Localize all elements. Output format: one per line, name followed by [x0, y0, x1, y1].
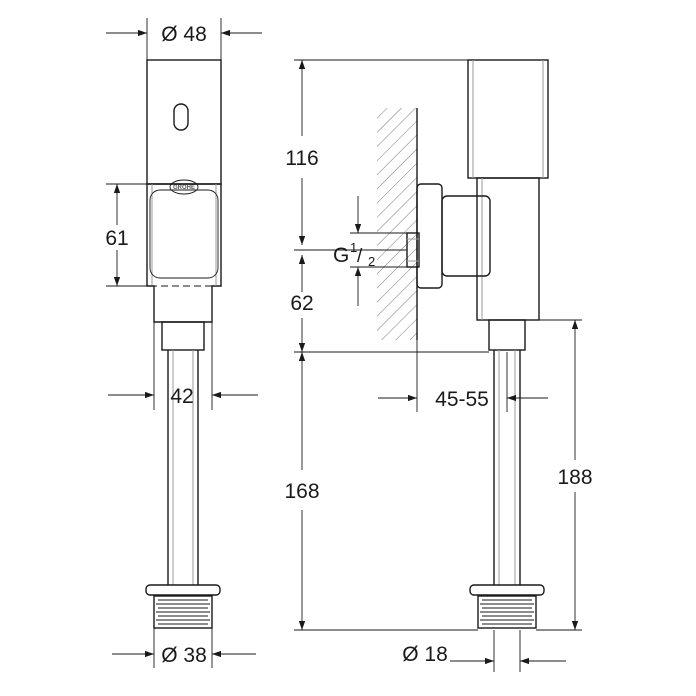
dim-label-62: 62: [290, 292, 313, 315]
side-body: [476, 177, 540, 321]
valve-body: [146, 183, 222, 323]
dim-dia-18: Ø 18: [402, 630, 566, 672]
thread-label-slash: /: [357, 246, 363, 267]
dim-45-55: 45-55: [378, 340, 548, 412]
sensor-head: [146, 59, 222, 185]
inlet-fitting: [441, 195, 491, 277]
dim-label-dia-38: Ø 38: [161, 644, 207, 667]
front-connector: [161, 321, 205, 351]
dim-116: 116: [285, 59, 468, 245]
wall-section: [377, 108, 417, 340]
logo-text: GROHE: [173, 185, 195, 191]
front-view: GROHE: [145, 59, 222, 629]
dim-label-dia-48: Ø 48: [161, 23, 207, 46]
front-flange: [145, 584, 221, 596]
dim-label-42: 42: [170, 385, 193, 408]
dim-label-116: 116: [285, 147, 318, 170]
wall-plate: [416, 183, 443, 289]
dim-168: 168: [284, 352, 478, 631]
dim-42: 42: [108, 322, 258, 410]
dim-dia-38: Ø 38: [112, 628, 256, 668]
dim-label-168: 168: [284, 480, 319, 503]
dim-61: 61: [105, 183, 147, 287]
front-thread: [156, 599, 210, 625]
thread-label-g: G: [333, 244, 349, 267]
dim-188: 188: [525, 319, 593, 631]
dim-label-61: 61: [105, 227, 128, 250]
side-view: [377, 59, 549, 629]
sensor-window-icon: [173, 103, 189, 131]
side-thread: [480, 599, 534, 625]
dim-label-dia-18: Ø 18: [402, 643, 448, 666]
inner-housing: [149, 189, 219, 279]
side-connector: [488, 319, 526, 351]
side-flange: [469, 584, 545, 596]
dim-thread: G 1 / 2: [333, 196, 407, 306]
grohe-logo-icon: [169, 179, 199, 195]
dim-label-45-55: 45-55: [435, 388, 489, 411]
dim-dia-48: Ø 48: [106, 18, 262, 60]
side-head: [467, 59, 549, 179]
dim-label-188: 188: [557, 466, 592, 489]
dim-62: 62: [290, 249, 489, 353]
thread-label-num: 1: [350, 240, 357, 255]
thread-label-den: 2: [368, 254, 375, 269]
